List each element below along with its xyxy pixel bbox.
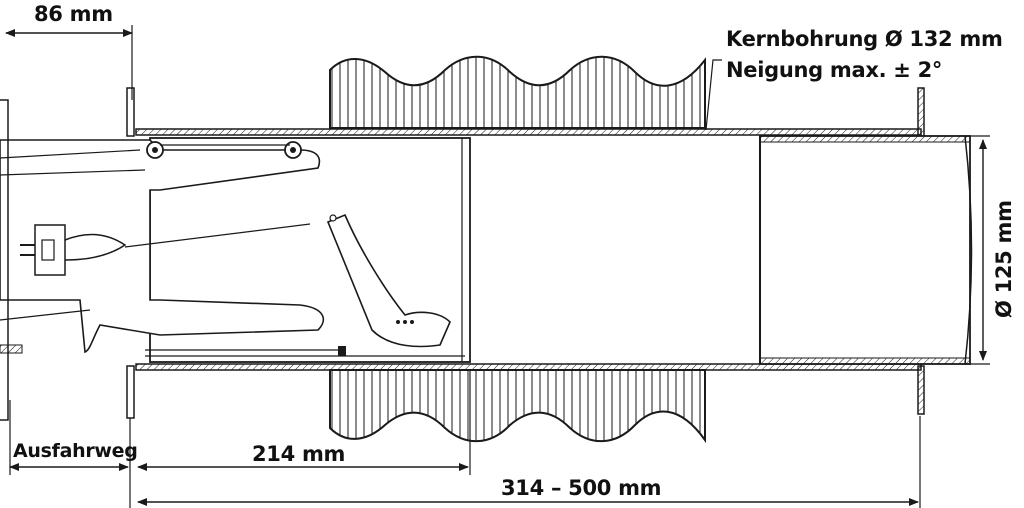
outer-flange-right [917,87,925,137]
pipe-125 [759,135,971,365]
label-core-bore: Kernbohrung Ø 132 mm [726,27,1003,51]
inner-flange-left-b [126,365,135,419]
label-diameter-125: Ø 125 mm [992,200,1016,318]
label-total-length: 314 – 500 mm [501,476,662,500]
label-86mm: 86 mm [34,2,113,26]
wall-bottom [329,369,706,444]
wall-top [329,55,706,129]
device-housing [0,139,325,354]
inner-flange-left [126,87,135,137]
label-214mm: 214 mm [252,442,346,466]
label-inclination: Neigung max. ± 2° [726,58,943,82]
clip [34,224,66,276]
outer-flange-right-b [917,365,925,415]
label-extension: Ausfahrweg [13,440,138,462]
bore-tube-top [135,128,922,136]
flap [326,213,451,348]
